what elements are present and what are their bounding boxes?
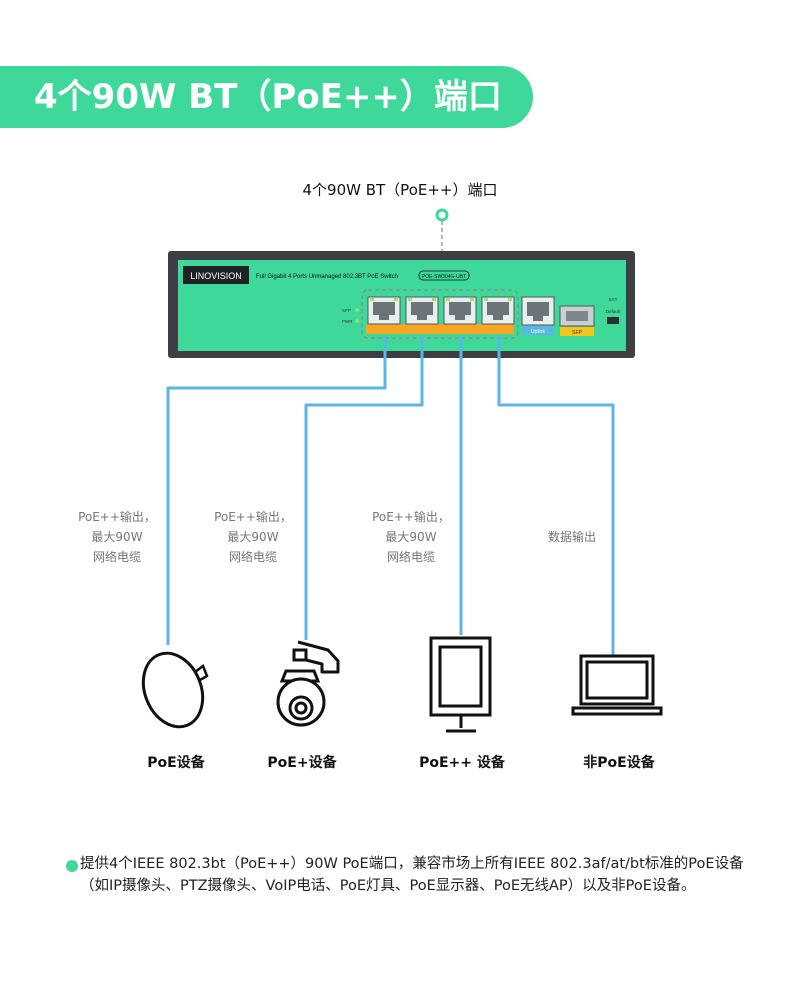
brand-label-bg bbox=[183, 266, 249, 284]
bullet-icon bbox=[66, 860, 78, 872]
poe-ports bbox=[367, 296, 515, 325]
ext-label: EXT bbox=[609, 297, 618, 302]
led-label-sfp: SFP bbox=[342, 308, 351, 313]
display-icon bbox=[429, 636, 492, 733]
poe-port-4 bbox=[481, 296, 515, 325]
model-description: Full Gigabit 4 Ports Unmanaged 802.3BT P… bbox=[256, 274, 398, 280]
cable-label-3: PoE++输出， 最大90W 网络电缆 bbox=[372, 510, 450, 564]
poe-port-1 bbox=[367, 296, 401, 325]
uplink-port: Uplink bbox=[521, 296, 555, 335]
uplink-label: Uplink bbox=[531, 329, 545, 335]
cable-2 bbox=[304, 336, 424, 640]
device-name-poe-plus: PoE+设备 bbox=[267, 755, 337, 771]
description-text: 提供4个IEEE 802.3bt（PoE++）90W PoE端口，兼容市场上所有… bbox=[80, 856, 744, 894]
cable-1 bbox=[166, 336, 387, 645]
ap-icon bbox=[141, 651, 209, 729]
banner-title: 4个90W BT（PoE++）端口 bbox=[34, 77, 502, 117]
cable-label-4: 数据输出 bbox=[547, 530, 596, 544]
laptop-icon bbox=[571, 654, 663, 716]
ptz-camera-icon bbox=[276, 640, 340, 727]
header-banner: 4个90W BT（PoE++）端口 bbox=[0, 66, 533, 128]
sfp-port: SFP bbox=[559, 305, 595, 336]
cable-4 bbox=[497, 336, 615, 655]
default-label: Default bbox=[606, 309, 621, 314]
poe-port-2 bbox=[405, 296, 439, 325]
device-name-poe: PoE设备 bbox=[147, 755, 205, 771]
brand-label: LINOVISION bbox=[190, 271, 242, 281]
device-name-non-poe: 非PoE设备 bbox=[583, 755, 655, 771]
port-pointer bbox=[435, 208, 449, 288]
sfp-label: SFP bbox=[572, 330, 582, 336]
poe-ports-highlight bbox=[361, 289, 519, 339]
poe-switch: LINOVISION Full Gigabit 4 Ports Unmanage… bbox=[168, 251, 635, 358]
led-label-pwr: PWR bbox=[342, 319, 353, 324]
poe-port-3 bbox=[443, 296, 477, 325]
poe-port-strip bbox=[366, 324, 514, 334]
port-title: 4个90W BT（PoE++）端口 bbox=[302, 181, 498, 199]
dip-switch bbox=[607, 317, 619, 324]
cable-label-1: PoE++输出， 最大90W 网络电缆 bbox=[78, 510, 156, 564]
cable-label-2: PoE++输出， 最大90W 网络电缆 bbox=[214, 510, 292, 564]
cables bbox=[166, 336, 615, 655]
device-name-poe-plus-plus: PoE++ 设备 bbox=[419, 755, 505, 771]
model-code: POE-SW304G-UBT bbox=[422, 274, 466, 280]
